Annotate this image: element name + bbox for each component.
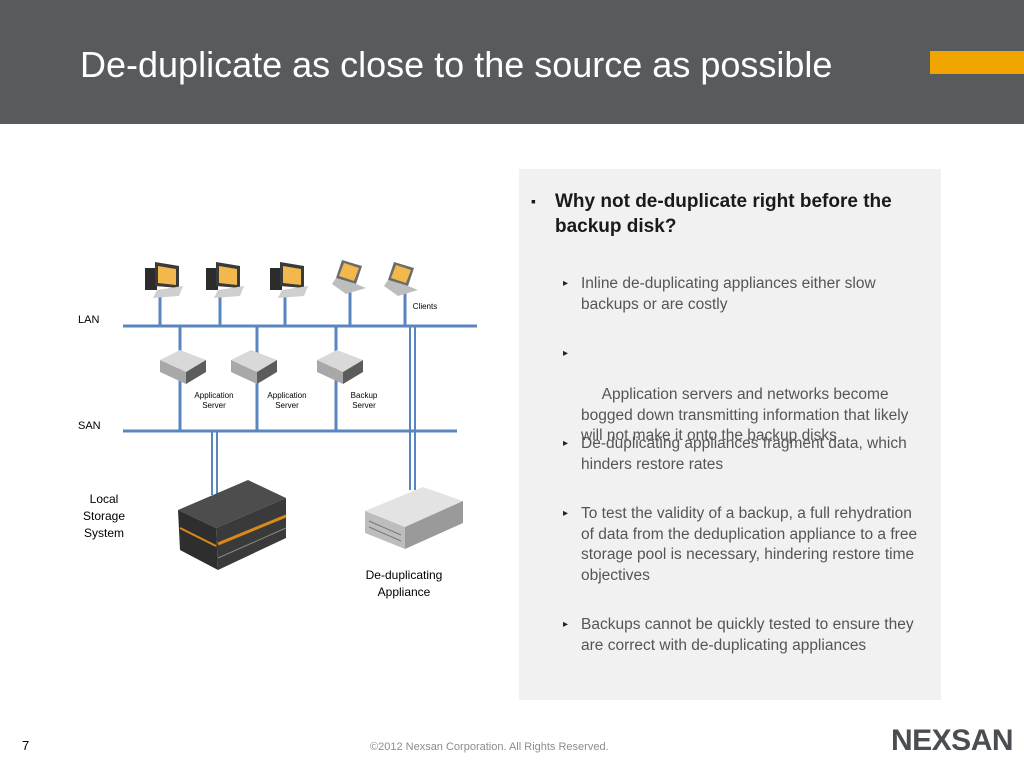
server2-label-line2: Server xyxy=(275,401,299,410)
triangle-bullet-icon: ▸ xyxy=(563,348,569,359)
accent-bar xyxy=(930,51,1024,74)
nexsan-logo: NEXSAN xyxy=(891,724,1014,757)
server1-label: Application Server xyxy=(186,391,242,411)
main-bullet: ▪ Why not de-duplicate right before the … xyxy=(531,189,915,239)
sub-bullet: ▸ Backups cannot be quickly tested to en… xyxy=(563,615,921,656)
laptop-icon xyxy=(332,260,366,294)
server-icon xyxy=(317,350,363,384)
laptop-icon xyxy=(384,262,418,296)
desktop-icon xyxy=(145,262,183,298)
san-label: SAN xyxy=(78,420,101,432)
slide-title: De-duplicate as close to the source as p… xyxy=(80,44,833,85)
server1-label-line2: Server xyxy=(202,401,226,410)
appliance-icon xyxy=(365,487,463,549)
sub-bullet-text: Inline de-duplicating appliances either … xyxy=(581,275,876,313)
lan-label: LAN xyxy=(78,314,100,326)
server1-label-line1: Application xyxy=(194,391,234,400)
appliance-line2: Appliance xyxy=(377,585,431,599)
local-storage-line1: Local xyxy=(89,492,119,506)
desktop-icon xyxy=(206,262,244,298)
server3-label-line2: Server xyxy=(352,401,376,410)
sub-bullet-text: De-duplicating appliances fragment data,… xyxy=(581,435,907,473)
server-icon xyxy=(160,350,206,384)
appliance-label: De-duplicating Appliance xyxy=(349,567,459,601)
sub-bullet-text: To test the validity of a backup, a full… xyxy=(581,505,918,584)
local-storage-line3: System xyxy=(83,526,124,540)
network-diagram: LAN SAN Clients Application Server Appli… xyxy=(0,124,520,704)
page-number: 7 xyxy=(22,738,30,753)
desktop-icon xyxy=(270,262,308,298)
square-bullet-icon: ▪ xyxy=(531,193,536,209)
server3-label: Backup Server xyxy=(340,391,388,411)
server3-label-line1: Backup xyxy=(350,391,378,400)
server2-label: Application Server xyxy=(259,391,315,411)
sub-bullet-text: Application servers and networks become … xyxy=(581,386,913,444)
sub-bullet: ▸ To test the validity of a backup, a fu… xyxy=(563,504,921,586)
network-diagram-svg xyxy=(123,260,477,570)
clients-label: Clients xyxy=(412,302,438,311)
sub-bullet: ▸ Inline de-duplicating appliances eithe… xyxy=(563,274,921,315)
sub-bullet: ▸ De-duplicating appliances fragment dat… xyxy=(563,434,921,475)
copyright-text: ©2012 Nexsan Corporation. All Rights Res… xyxy=(370,741,609,753)
triangle-bullet-icon: ▸ xyxy=(563,508,569,519)
sub-bullet-text: Backups cannot be quickly tested to ensu… xyxy=(581,616,914,654)
storage-array-icon xyxy=(178,480,287,570)
local-storage-line2: Storage xyxy=(82,509,126,523)
server2-label-line1: Application xyxy=(267,391,307,400)
slide-header: De-duplicate as close to the source as p… xyxy=(0,0,1024,124)
triangle-bullet-icon: ▸ xyxy=(563,619,569,630)
triangle-bullet-icon: ▸ xyxy=(563,438,569,449)
sub-bullet: ▸ Application servers and networks becom… xyxy=(563,344,921,467)
server-icon xyxy=(231,350,277,384)
main-bullet-text: Why not de-duplicate right before the ba… xyxy=(555,191,892,237)
text-panel: ▪ Why not de-duplicate right before the … xyxy=(519,169,941,700)
local-storage-label: Local Storage System xyxy=(74,491,134,542)
triangle-bullet-icon: ▸ xyxy=(563,278,569,289)
appliance-line1: De-duplicating xyxy=(365,568,443,582)
